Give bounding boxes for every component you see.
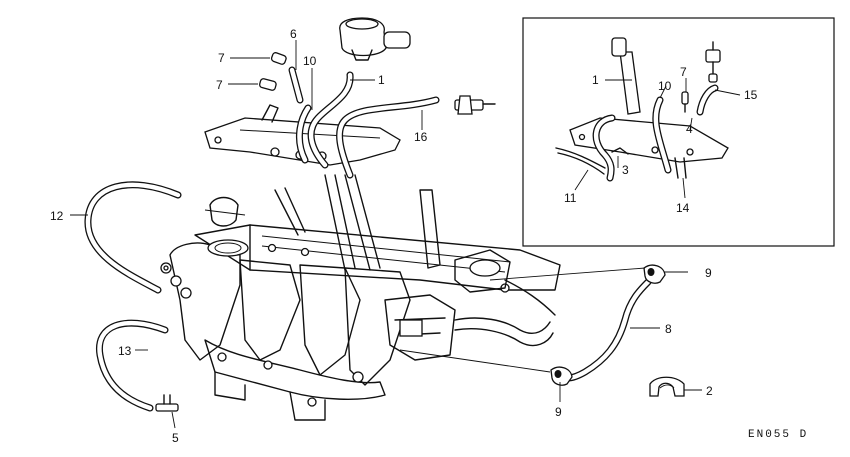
fitting-5 xyxy=(155,394,179,412)
inset-callout-14: 14 xyxy=(676,201,690,215)
callout-9-upper: 9 xyxy=(705,266,712,280)
leader-lines xyxy=(70,40,741,429)
vacuum-hoses-upper xyxy=(295,71,440,179)
inset-callout-15: 15 xyxy=(744,88,758,102)
inset-callout-10: 10 xyxy=(658,79,672,93)
callout-16: 16 xyxy=(414,130,428,144)
diagram-code: EN055 D xyxy=(748,429,808,441)
inset-detail-box xyxy=(522,17,835,247)
callout-13: 13 xyxy=(118,344,132,358)
inset-callout-1: 1 xyxy=(592,73,599,87)
inset-callout-11: 11 xyxy=(564,191,577,205)
hose-8 xyxy=(564,278,652,382)
vacuum-switch xyxy=(454,95,496,115)
callout-9-lower: 9 xyxy=(555,405,562,419)
hose-clip-2 xyxy=(649,376,685,397)
hose-clip-9-upper xyxy=(643,264,666,284)
callout-2: 2 xyxy=(706,384,713,398)
inset-callout-4: 4 xyxy=(686,122,693,136)
callout-8: 8 xyxy=(665,322,672,336)
callout-10: 10 xyxy=(303,54,317,68)
inset-callout-3: 3 xyxy=(622,163,629,177)
callout-7-lower: 7 xyxy=(216,78,223,92)
inset-callout-labels: 1 3 4 7 10 11 14 15 xyxy=(564,65,758,215)
intake-manifold-assembly xyxy=(160,174,561,421)
air-valve-component xyxy=(339,17,411,61)
hose-13 xyxy=(95,319,169,412)
callout-7-upper: 7 xyxy=(218,51,225,65)
callout-12: 12 xyxy=(50,209,64,223)
callout-1: 1 xyxy=(378,73,385,87)
callout-5: 5 xyxy=(172,431,179,445)
callout-6: 6 xyxy=(290,27,297,41)
hose-clip-9-lower xyxy=(550,366,573,386)
hose-connectors-7 xyxy=(259,52,304,104)
hose-12 xyxy=(84,181,246,294)
callout-labels: 1 2 5 6 7 7 8 9 9 10 12 13 16 xyxy=(50,27,713,445)
inset-callout-7: 7 xyxy=(680,65,687,79)
